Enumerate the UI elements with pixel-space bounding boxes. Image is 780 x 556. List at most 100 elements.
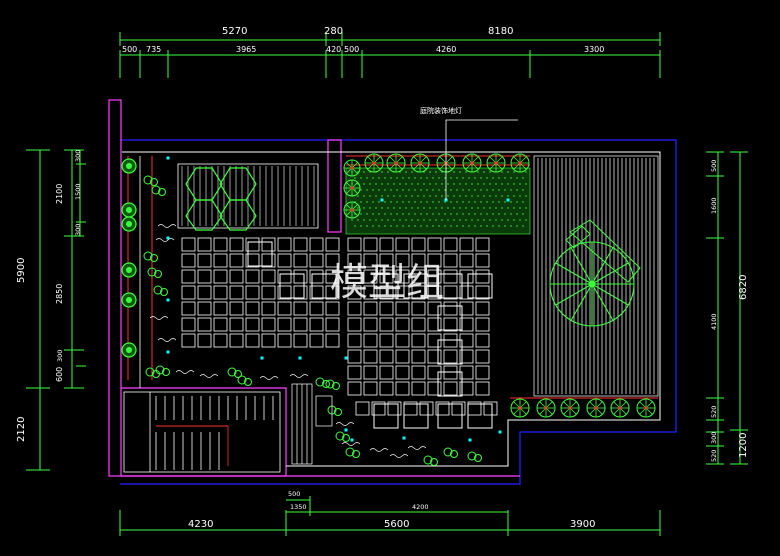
paving-tile xyxy=(197,317,212,332)
lawn-dot xyxy=(510,201,512,203)
lawn-dot xyxy=(525,195,527,197)
paving-tile xyxy=(181,301,196,316)
dim-right-inner-4: 520 xyxy=(710,406,718,418)
lawn-dot xyxy=(354,225,356,227)
paving-tile xyxy=(213,253,228,268)
lawn-dot xyxy=(474,213,476,215)
lawn-dot xyxy=(477,171,479,173)
ground-squiggle xyxy=(175,370,195,374)
paving-tile xyxy=(229,285,244,300)
lawn-dot xyxy=(501,219,503,221)
paving-tile xyxy=(443,317,458,332)
lawn-dot xyxy=(411,219,413,221)
paving-tile xyxy=(197,285,212,300)
plant-symbol xyxy=(462,153,482,173)
lawn-dot xyxy=(420,213,422,215)
lawn-dot xyxy=(411,207,413,209)
lawn-dot xyxy=(444,201,446,203)
lawn-dot xyxy=(426,213,428,215)
shrub-core xyxy=(126,221,132,227)
lawn-dot xyxy=(393,219,395,221)
lawn-dot xyxy=(360,201,362,203)
lawn-dot xyxy=(417,183,419,185)
lawn-dot xyxy=(441,195,443,197)
lawn-dot xyxy=(459,207,461,209)
ground-squiggle xyxy=(157,338,177,342)
lawn-dot xyxy=(474,201,476,203)
paving-tile xyxy=(261,333,276,348)
lawn-dot xyxy=(432,201,434,203)
ground-squiggle xyxy=(259,376,279,380)
lawn-dot xyxy=(492,201,494,203)
paving-tile xyxy=(411,269,426,284)
lily-symbol xyxy=(335,431,350,442)
lawn-dot xyxy=(420,189,422,191)
paving-tile xyxy=(419,401,434,416)
paving-tile xyxy=(459,269,474,284)
dim-top-outer-3: 8180 xyxy=(488,26,513,37)
lawn-dot xyxy=(441,219,443,221)
paving-tile xyxy=(459,349,474,364)
lily-leaf xyxy=(150,254,158,262)
lawn-dot xyxy=(483,207,485,209)
paving-tile xyxy=(459,237,474,252)
lawn-dot xyxy=(453,195,455,197)
lawn-dot xyxy=(489,171,491,173)
paving-tile xyxy=(475,381,490,396)
lawn-dot xyxy=(489,195,491,197)
plant-center xyxy=(350,186,354,190)
lawn-dot xyxy=(522,213,524,215)
lily-leaf xyxy=(315,377,325,387)
lawn-dot xyxy=(414,213,416,215)
lawn-dot xyxy=(480,225,482,227)
lamp xyxy=(298,356,302,360)
lawn-dot xyxy=(441,183,443,185)
plant-symbol xyxy=(386,153,406,173)
lawn-dot xyxy=(447,183,449,185)
lawn-dot xyxy=(381,183,383,185)
lamp xyxy=(506,198,510,202)
umbrella-rib xyxy=(555,262,593,285)
lawn-dot xyxy=(402,213,404,215)
lawn-dot xyxy=(495,183,497,185)
lawn-dot xyxy=(516,213,518,215)
lawn-dot xyxy=(468,177,470,179)
lawn-dot xyxy=(384,189,386,191)
lily-leaf xyxy=(335,431,345,441)
paving-slab xyxy=(247,241,273,267)
lawn-dot xyxy=(369,207,371,209)
dim-left-small-3: 300 xyxy=(74,224,82,236)
paving-tile xyxy=(245,285,260,300)
paving-tile xyxy=(379,349,394,364)
lily-symbol xyxy=(423,455,438,466)
plant-symbol xyxy=(586,398,606,418)
lawn-dot xyxy=(426,201,428,203)
paving-tile xyxy=(347,269,362,284)
lawn-dot xyxy=(513,183,515,185)
paving-tile xyxy=(293,333,308,348)
lily-symbol xyxy=(327,405,342,416)
lawn-dot xyxy=(387,195,389,197)
lawn-dot xyxy=(390,177,392,179)
paving-tile xyxy=(325,285,340,300)
lawn-dot xyxy=(447,195,449,197)
plant-center xyxy=(518,406,522,410)
lawn-dot xyxy=(453,207,455,209)
lawn-dot xyxy=(498,201,500,203)
dim-top-outer-1: 5270 xyxy=(222,26,247,37)
paving-tile xyxy=(325,333,340,348)
paving-tile xyxy=(411,285,426,300)
dim-top-inner-7: 3300 xyxy=(584,45,604,54)
paving-tile xyxy=(363,285,378,300)
lawn-dot xyxy=(504,225,506,227)
ground-squiggle xyxy=(389,454,409,458)
paving-tile xyxy=(379,365,394,380)
lily-symbol xyxy=(467,451,482,462)
lawn-dot xyxy=(456,213,458,215)
lawn-dot xyxy=(420,201,422,203)
lawn-dot xyxy=(381,219,383,221)
lawn-dot xyxy=(471,195,473,197)
lawn-dot xyxy=(378,213,380,215)
lily-symbol xyxy=(143,251,158,262)
lawn-dot xyxy=(471,219,473,221)
